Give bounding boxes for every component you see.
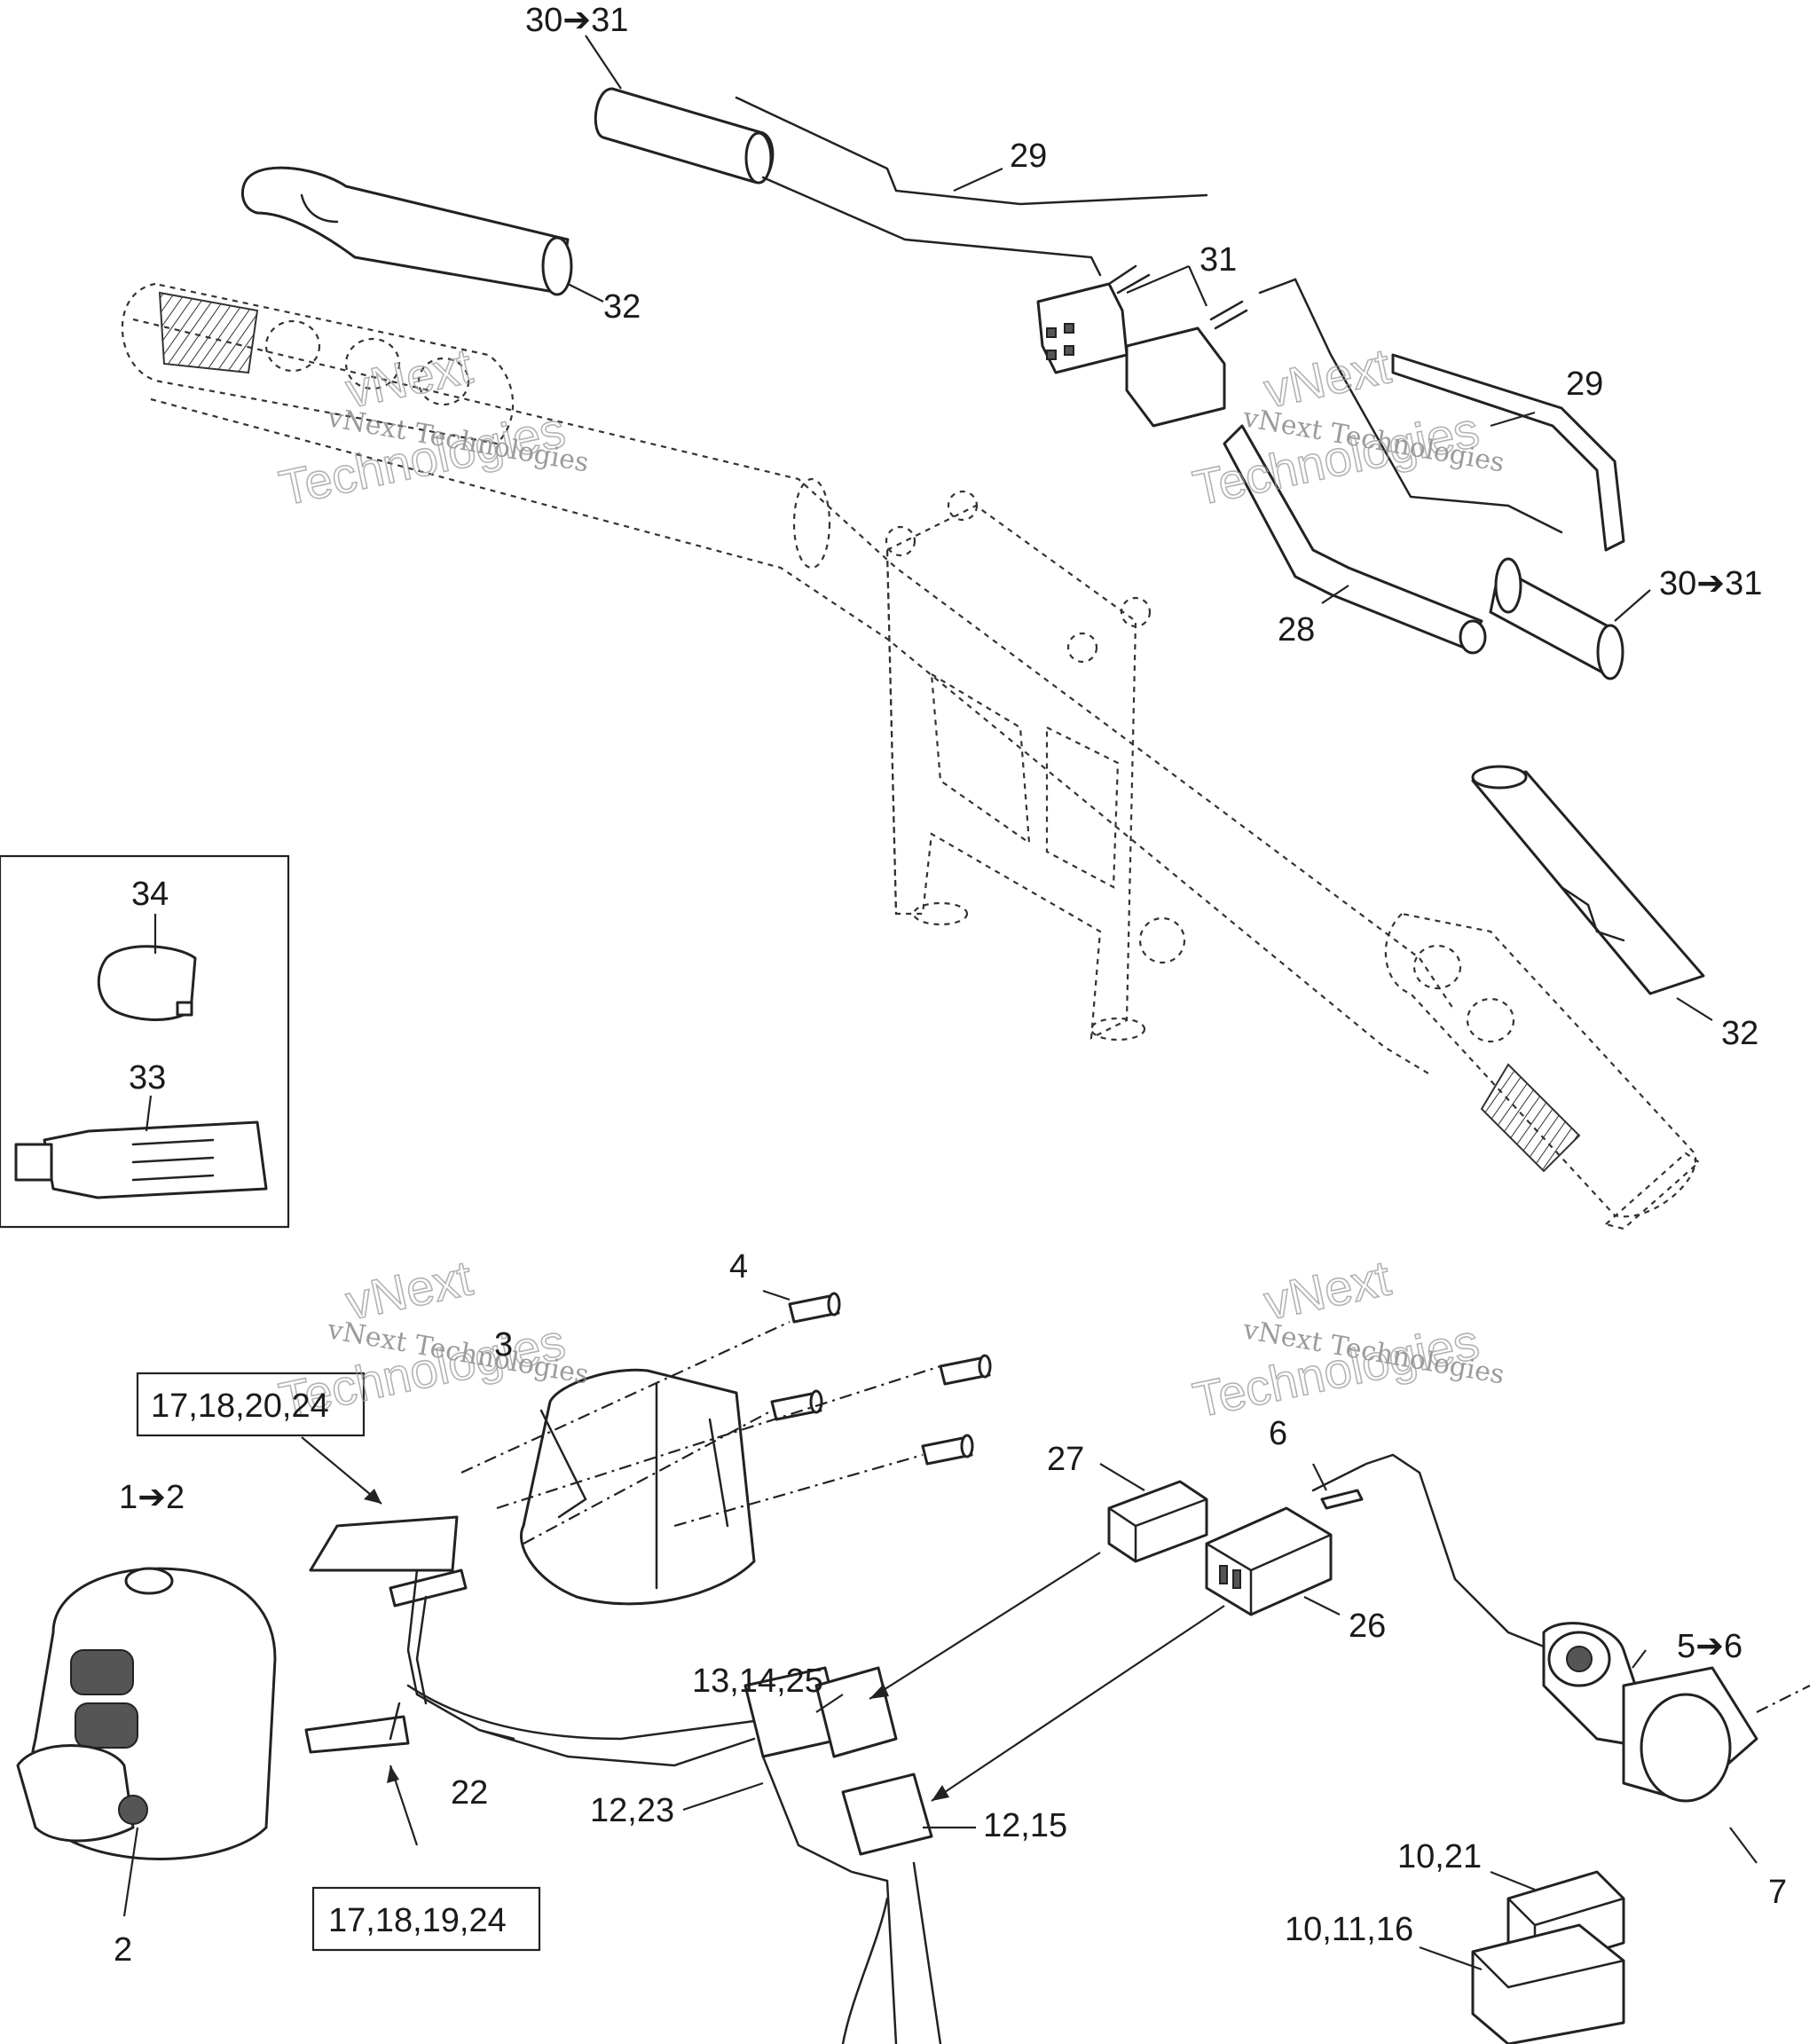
connector-26 <box>1205 1506 1333 1616</box>
callout-30-31-right: 30➔31 <box>1659 565 1762 602</box>
callout-12-15: 12,15 <box>983 1807 1067 1844</box>
callout-10-11-16: 10,11,16 <box>1285 1911 1413 1948</box>
callout-34: 34 <box>131 876 169 913</box>
label-box-17-18-20-24 <box>136 1372 366 1437</box>
tube-33 <box>14 1120 268 1199</box>
watermark-bottom-right: vNext Technologies vNext Technologies <box>1188 1248 1507 1428</box>
callout-6: 6 <box>1269 1415 1287 1452</box>
callout-12-23: 12,23 <box>590 1792 674 1829</box>
callout-30-31-top: 30➔31 <box>525 2 628 39</box>
terminal-6 <box>1320 1489 1364 1510</box>
right-grip <box>1384 912 1701 1230</box>
callout-32-top: 32 <box>603 288 641 326</box>
callout-5-6: 5➔6 <box>1677 1628 1742 1665</box>
watermark-top-right: vNext Technologies vNext Technologies <box>1188 336 1507 516</box>
callout-33: 33 <box>129 1059 166 1097</box>
callout-7: 7 <box>1768 1874 1787 1911</box>
heater-wire-right <box>1258 278 1625 552</box>
callout-13-14-25: 13,14,25 <box>692 1663 823 1700</box>
callout-31: 31 <box>1200 241 1237 279</box>
connector-31-b <box>1125 300 1248 428</box>
label-box-17-18-19-24 <box>311 1886 541 1952</box>
grip-sleeve-right <box>1471 765 1705 995</box>
leader-lines <box>122 35 1758 1971</box>
accessories-inset-box <box>0 854 290 1229</box>
throttle-7 <box>1622 1666 1811 1803</box>
callout-22: 22 <box>451 1774 488 1812</box>
callout-27: 27 <box>1047 1441 1084 1478</box>
callout-26: 26 <box>1349 1608 1386 1645</box>
heater-wire-28 <box>1223 424 1487 655</box>
heater-wire-left <box>735 96 1208 277</box>
handlebar <box>132 318 1456 1074</box>
callout-4: 4 <box>729 1248 748 1285</box>
grip-sleeve-top <box>240 166 573 296</box>
callout-3: 3 <box>494 1326 513 1364</box>
callout-17-18-20-24: 17,18,20,24 <box>151 1388 329 1425</box>
connector-27 <box>1107 1480 1208 1563</box>
callout-1-2: 1➔2 <box>119 1479 185 1516</box>
wiring-harness-22 <box>304 1515 756 1767</box>
callout-29-top: 29 <box>1010 138 1047 175</box>
handlebar-riser <box>885 490 1186 1042</box>
callout-32-right: 32 <box>1721 1015 1758 1052</box>
switch-cluster-1 <box>16 1567 277 1860</box>
heating-element-left <box>594 87 775 185</box>
left-grip <box>121 282 515 445</box>
callout-17-18-19-24: 17,18,19,24 <box>328 1902 507 1939</box>
callout-10-21: 10,21 <box>1397 1838 1482 1875</box>
clip-34 <box>97 945 197 1021</box>
callout-labels: 30➔31 29 32 31 29 30➔31 28 34 33 32 4 3 … <box>114 2 1787 1969</box>
callout-29-right: 29 <box>1566 366 1603 403</box>
screws-4 <box>460 1292 992 1545</box>
connector-cluster <box>743 1666 942 2044</box>
svg-text:vNext: vNext <box>1259 337 1396 418</box>
svg-text:vNext: vNext <box>341 337 477 418</box>
switch-5 <box>1311 1453 1661 1749</box>
module-10-11-16 <box>1471 1923 1625 2044</box>
callout-2: 2 <box>114 1931 132 1969</box>
callout-28: 28 <box>1278 611 1315 649</box>
heating-element-right <box>1489 557 1624 680</box>
svg-text:vNext: vNext <box>1259 1249 1396 1330</box>
switch-housing-3 <box>520 1368 756 1606</box>
svg-text:vNext: vNext <box>341 1249 477 1330</box>
